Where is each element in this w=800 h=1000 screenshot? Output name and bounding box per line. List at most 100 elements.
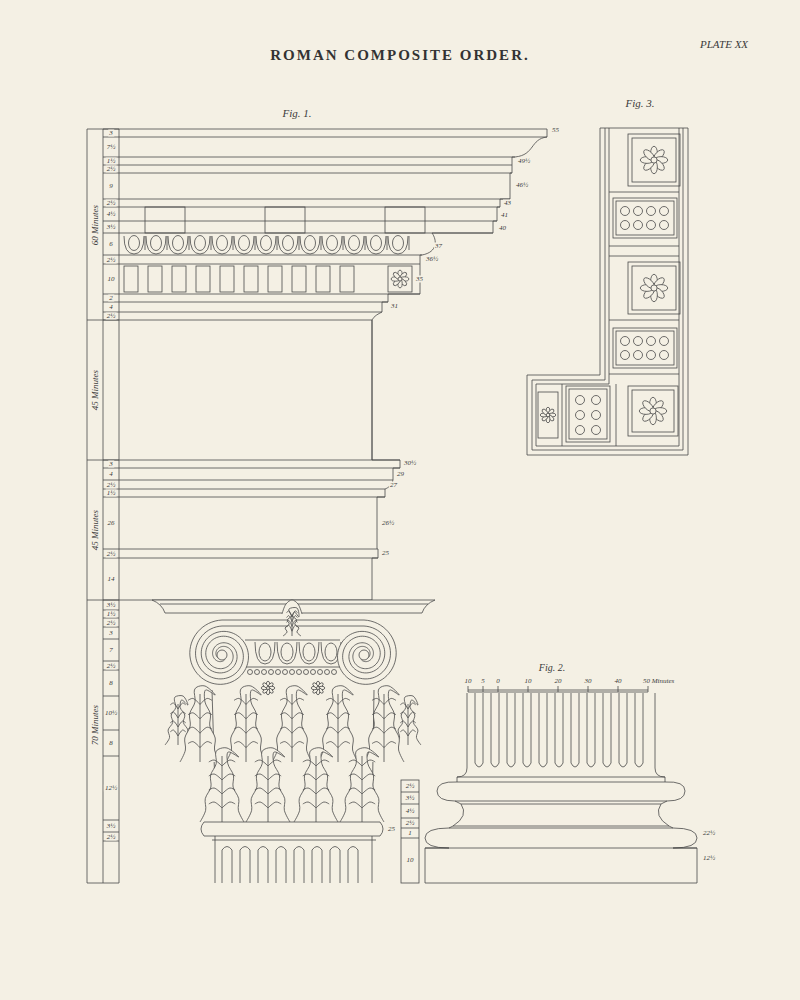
moulding-line: [119, 294, 420, 295]
leaf-outline: [180, 686, 220, 762]
scale-tick: [103, 264, 119, 265]
leaf-vein: [234, 713, 246, 719]
coffer-disc: [634, 207, 643, 216]
leaf-vein: [280, 727, 292, 733]
coffer-disc: [592, 411, 601, 420]
base-profile: [425, 693, 467, 883]
leaf-vein: [222, 774, 235, 780]
coffer-disc: [621, 207, 630, 216]
leaf-vein: [292, 625, 297, 631]
dart-ornament: [299, 236, 300, 250]
scale-bar: [401, 780, 419, 883]
rosette-petal: [541, 408, 549, 416]
leaf-vein: [209, 774, 222, 780]
rosette-petal: [262, 682, 269, 689]
leaf-vein: [303, 788, 316, 794]
leaf-vein: [200, 713, 212, 719]
astragal-bead: [311, 670, 316, 675]
scale-label: 70 Minutes: [91, 705, 100, 745]
coffer-disc: [592, 426, 601, 435]
scale-tick: [103, 670, 119, 671]
rosette-ornament: [640, 146, 667, 173]
scale-number: 20: [554, 678, 563, 685]
leaf-vein: [268, 788, 281, 794]
dentil-block: [148, 266, 162, 292]
astragal-bead: [304, 670, 309, 675]
coffer-rect: [632, 390, 674, 432]
leaf-vein: [372, 742, 384, 748]
scale-tick: [103, 730, 119, 731]
rule-line: [103, 129, 104, 883]
coffer-rect: [628, 262, 680, 314]
leaf-vein: [372, 727, 384, 733]
egg-shell: [277, 642, 297, 664]
leaf-vein: [338, 742, 350, 748]
leaf-vein: [362, 802, 375, 808]
leaf-vein: [349, 788, 362, 794]
leaf-vein: [200, 742, 212, 748]
dimension-number: 7: [108, 647, 114, 654]
rosette-petal: [392, 271, 401, 280]
plate-title: ROMAN COMPOSITE ORDER.: [270, 48, 529, 63]
figure-label: Fig. 2.: [539, 663, 565, 673]
leaf-vein: [255, 760, 268, 766]
leaf-vein: [222, 788, 235, 794]
coffer-divider: [609, 320, 679, 321]
dimension-number: 1: [407, 830, 413, 837]
scale-number: 30: [584, 678, 593, 685]
coffer-rect: [628, 386, 678, 436]
volute-spiral: [338, 620, 397, 684]
leaf-vein: [316, 802, 329, 808]
dart-ornament: [387, 236, 388, 250]
coffer-disc: [634, 221, 643, 230]
coffer-disc: [634, 337, 643, 346]
figure-label: Fig. 3.: [625, 98, 654, 109]
rosette-petal: [312, 682, 319, 689]
moulding-line: [119, 320, 372, 321]
dimension-number: 1½: [106, 611, 117, 618]
egg-ornament: [327, 236, 338, 251]
scale-label: 45 Minutes: [91, 370, 100, 410]
leaf-vein: [316, 774, 329, 780]
leaf-vein: [209, 760, 222, 766]
scale-number: 0: [495, 678, 501, 685]
coffer-disc: [621, 337, 630, 346]
egg-ornament: [305, 236, 316, 251]
dart-ornament: [343, 236, 344, 250]
scale-tick: [401, 804, 419, 805]
dart-ornament: [211, 236, 212, 250]
leaf-vein: [292, 616, 297, 622]
coffer-disc: [647, 207, 656, 216]
scale-tick: [558, 686, 559, 692]
entablature-profile: [119, 129, 547, 600]
coffer-disc: [621, 351, 630, 360]
base-line: [425, 883, 697, 884]
leaf-vein: [255, 774, 268, 780]
leaf-vein: [326, 742, 338, 748]
moulding-line: [119, 312, 382, 313]
leaf-vein: [400, 703, 408, 709]
coffer-rect: [632, 266, 676, 310]
rosette-centre: [546, 413, 550, 417]
section-line: [87, 460, 119, 461]
modillion-block: [385, 207, 425, 233]
moulding-line: [119, 221, 497, 222]
dentil-block: [220, 266, 234, 292]
leaf-vein: [384, 742, 396, 748]
projection-number: 55: [551, 127, 560, 134]
coffer-disc: [592, 396, 601, 405]
egg-shell: [388, 236, 408, 254]
echinus-line: [245, 640, 340, 667]
rosette-petal: [642, 276, 656, 290]
dentil-block: [196, 266, 210, 292]
leaf-vein: [326, 698, 338, 704]
dimension-number: 2½: [106, 619, 117, 626]
base-line: [457, 777, 665, 778]
scale-tick: [468, 686, 469, 692]
leaf-vein: [188, 742, 200, 748]
acanthus-leaf: [283, 607, 301, 636]
coffer-disc: [576, 426, 585, 435]
rosette-centre: [266, 686, 269, 689]
fascia-line: [119, 468, 400, 469]
